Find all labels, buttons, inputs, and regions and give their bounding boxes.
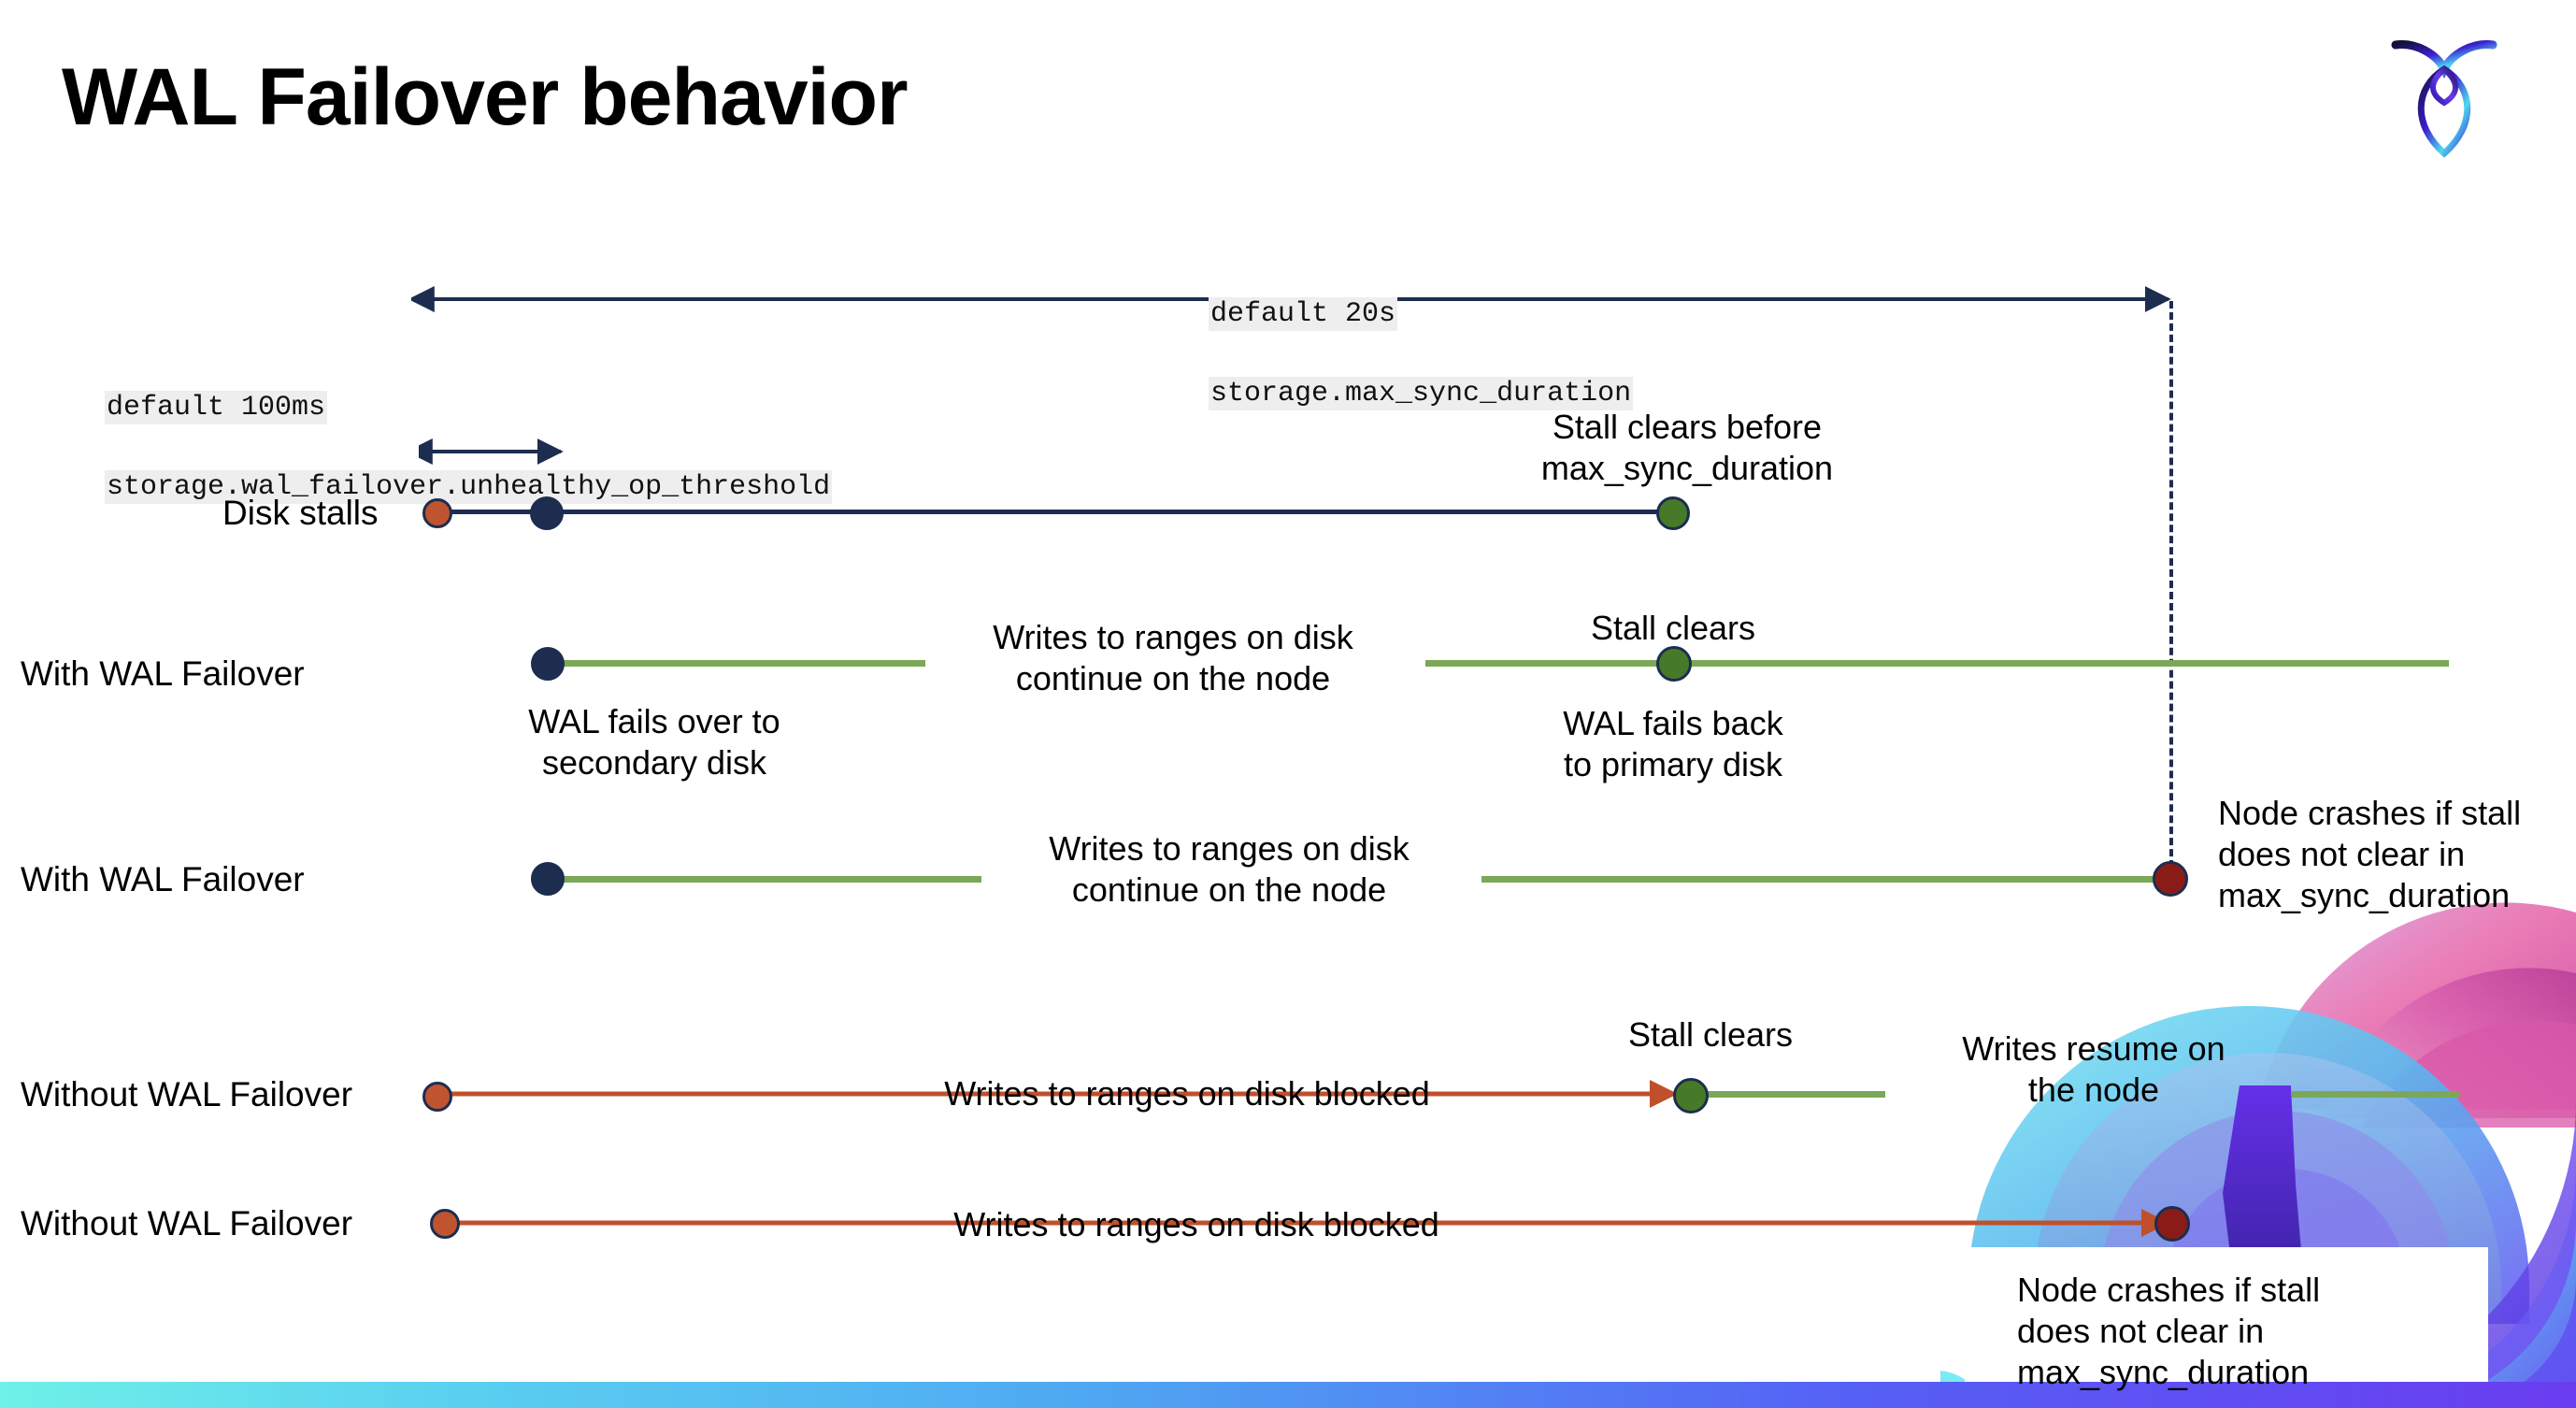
without-failover-2-crash-dot bbox=[2154, 1206, 2190, 1242]
disk-stall-start-dot bbox=[422, 498, 452, 528]
row-label-disk-stalls: Disk stalls bbox=[222, 494, 379, 532]
writes-continue-label-1: Writes to ranges on disk continue on the… bbox=[993, 618, 1353, 697]
with-failover-2-segment-b bbox=[1481, 876, 2173, 883]
wal-fails-back-label: WAL fails back to primary disk bbox=[1563, 704, 1783, 783]
unhealthy-op-threshold-arrow bbox=[419, 438, 564, 465]
with-failover-1-segment-a bbox=[551, 660, 925, 667]
writes-blocked-label-2: Writes to ranges on disk blocked bbox=[953, 1205, 1439, 1243]
writes-resume-label: Writes resume on the node bbox=[1962, 1029, 2225, 1109]
unhealthy-default-label: default 100ms bbox=[105, 390, 328, 424]
max-sync-duration-dashed-line bbox=[2169, 301, 2173, 879]
row-label-with-wal-failover-2: With WAL Failover bbox=[21, 860, 305, 898]
max-sync-setting-label: storage.max_sync_duration bbox=[1209, 376, 1634, 410]
with-failover-1-failover-dot bbox=[531, 647, 565, 681]
max-sync-duration-callout: default 20s storage.max_sync_duration bbox=[1141, 254, 1634, 453]
writes-blocked-label-1: Writes to ranges on disk blocked bbox=[944, 1074, 1430, 1113]
row-label-without-wal-failover-2: Without WAL Failover bbox=[21, 1204, 353, 1243]
max-sync-default-label: default 20s bbox=[1209, 296, 1398, 331]
page-title: WAL Failover behavior bbox=[62, 52, 909, 142]
without-failover-2-start-dot bbox=[430, 1209, 460, 1239]
disk-stall-failover-dot bbox=[530, 496, 564, 530]
cockroachdb-logo-icon bbox=[2391, 40, 2497, 158]
node-crashes-label-1: Node crashes if stall does not clear in … bbox=[2218, 794, 2522, 914]
caption-backdrop bbox=[1965, 1247, 2488, 1408]
stall-clears-label-2: Stall clears bbox=[1627, 1015, 1794, 1054]
without-failover-1-resume-segment-b bbox=[2292, 1091, 2460, 1098]
row-label-without-wal-failover-1: Without WAL Failover bbox=[21, 1075, 353, 1113]
without-failover-1-start-dot bbox=[422, 1082, 452, 1112]
without-failover-1-resume-segment-a bbox=[1694, 1091, 1885, 1098]
row-label-with-wal-failover-1: With WAL Failover bbox=[21, 654, 305, 693]
stall-clears-label-1: Stall clears bbox=[1590, 609, 1756, 647]
with-failover-2-crash-dot bbox=[2153, 861, 2188, 897]
disk-stalls-timeline bbox=[439, 510, 1673, 514]
with-failover-2-segment-a bbox=[551, 876, 981, 883]
without-failover-1-blocked-arrow bbox=[447, 1080, 1678, 1108]
with-failover-2-failover-dot bbox=[531, 862, 565, 896]
node-crashes-label-2: Node crashes if stall does not clear in … bbox=[2017, 1271, 2321, 1391]
without-failover-2-blocked-arrow bbox=[456, 1209, 2169, 1237]
stall-clears-before-label: Stall clears before max_sync_duration bbox=[1540, 408, 1834, 487]
bottom-accent-bar bbox=[0, 1382, 2576, 1408]
writes-continue-label-2: Writes to ranges on disk continue on the… bbox=[1049, 829, 1410, 909]
unhealthy-op-threshold-callout: default 100ms storage.wal_failover.unhea… bbox=[37, 348, 833, 547]
disk-stall-clear-dot bbox=[1656, 496, 1690, 530]
with-failover-1-clear-dot bbox=[1656, 646, 1692, 682]
without-failover-1-clear-dot bbox=[1673, 1078, 1709, 1113]
wal-fails-over-label: WAL fails over to secondary disk bbox=[528, 702, 780, 782]
with-failover-1-segment-b bbox=[1425, 660, 2449, 667]
unhealthy-setting-label: storage.wal_failover.unhealthy_op_thresh… bbox=[105, 469, 833, 504]
